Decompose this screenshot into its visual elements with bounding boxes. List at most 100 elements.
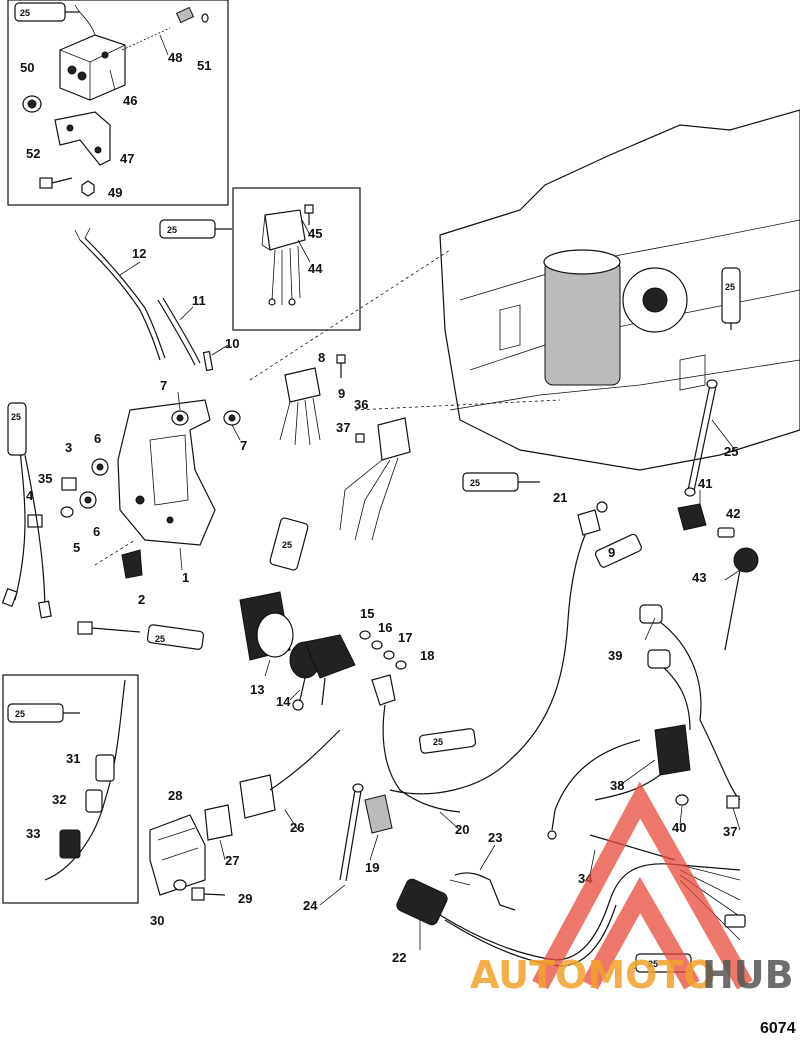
callout-14: 14 [276, 694, 291, 709]
washers-15-18 [359, 630, 407, 670]
tube-25-g [7, 703, 80, 723]
callout-31: 31 [66, 751, 80, 766]
inset-box-relay [7, 0, 229, 206]
tube-25-f [462, 472, 540, 492]
rod-34 [589, 834, 676, 861]
callout-32: 32 [52, 792, 66, 807]
sensor-41 [677, 503, 707, 531]
cap-19 [364, 794, 393, 834]
callout-1: 1 [182, 570, 189, 585]
watermark-text-automoto: AUTOMOTO [470, 953, 716, 997]
grommet-7b [223, 410, 241, 426]
callout-23: 23 [488, 830, 502, 845]
harness-35 [1, 449, 52, 619]
callout-42: 42 [726, 506, 740, 521]
bracket-assembly-1 [94, 399, 216, 566]
bolt-lower [77, 621, 141, 635]
washer-30 [173, 879, 187, 891]
bushing-6a [91, 458, 109, 476]
callout-35: 35 [38, 471, 52, 486]
cable-24 [339, 783, 364, 882]
callout-7-right: 7 [240, 438, 247, 453]
washer-5 [60, 506, 74, 518]
callout-10: 10 [225, 336, 239, 351]
callout-11: 11 [192, 293, 206, 308]
callout-9-right: 9 [608, 545, 615, 560]
tube-label-h: 25 [433, 737, 443, 747]
nut-49 [81, 180, 95, 197]
clip-40 [675, 794, 689, 806]
callout-36: 36 [354, 397, 368, 412]
cover-28 [149, 814, 206, 896]
tube-25-right [721, 267, 741, 330]
bracket-47 [54, 111, 111, 166]
callout-48: 48 [168, 50, 182, 65]
callout-37-bottom: 37 [723, 824, 737, 839]
rod-25 [684, 379, 718, 497]
main-harness-22 [396, 863, 746, 967]
inset-box-sensor [2, 674, 139, 904]
ignition-module-13 [239, 591, 294, 661]
watermark-triangle [532, 781, 753, 990]
callout-3: 3 [65, 440, 72, 455]
clip-2 [121, 549, 143, 579]
boot-20 [371, 674, 461, 813]
callout-52: 52 [26, 146, 40, 161]
callout-5: 5 [73, 540, 80, 555]
cap-43 [724, 547, 759, 651]
pin-10 [202, 350, 214, 372]
callout-27: 27 [225, 853, 239, 868]
callout-19: 19 [365, 860, 379, 875]
screw-4 [27, 514, 43, 528]
tube-label-b: 25 [167, 225, 177, 235]
watermark-text-hub: HUB [702, 953, 794, 997]
grommet-50 [22, 95, 42, 113]
callout-40: 40 [672, 820, 686, 835]
tube-25-a [14, 2, 80, 22]
terminal-21 [389, 501, 608, 795]
tube-label-j: 25 [725, 282, 735, 292]
screw-3 [61, 477, 77, 491]
watermark-logo [532, 781, 753, 990]
coil-38 [594, 724, 691, 801]
callout-39: 39 [608, 648, 622, 663]
bushing-6b [79, 491, 97, 509]
harness-12 [74, 227, 166, 361]
callout-45: 45 [308, 226, 322, 241]
callout-9: 9 [338, 386, 345, 401]
harness-31-33 [44, 679, 126, 881]
figure-code: 6074 [760, 1020, 796, 1037]
callout-21: 21 [553, 490, 567, 505]
screw-37b [726, 795, 740, 809]
callout-15: 15 [360, 606, 374, 621]
screw-52 [39, 177, 73, 189]
relay-block-46 [59, 4, 126, 101]
callout-20: 20 [455, 822, 469, 837]
callout-16: 16 [378, 620, 392, 635]
tube-label-g: 25 [15, 709, 25, 719]
tube-label-c: 25 [11, 412, 21, 422]
wire-11 [157, 297, 201, 366]
callout-6-bottom: 6 [93, 524, 100, 539]
grommet-7a [171, 410, 189, 426]
screw-29 [191, 887, 226, 901]
rectifier-44 [261, 209, 306, 306]
callout-18: 18 [420, 648, 434, 663]
callout-46: 46 [123, 93, 137, 108]
callout-26: 26 [290, 820, 304, 835]
screw-37a [355, 433, 365, 443]
callout-7-left: 7 [160, 378, 167, 393]
callout-28: 28 [168, 788, 182, 803]
screw-45 [304, 204, 314, 225]
callout-51: 51 [197, 58, 211, 73]
engine-block [249, 109, 800, 471]
callout-44: 44 [308, 261, 323, 276]
tube-label-i: 25 [648, 959, 658, 969]
callout-13: 13 [250, 682, 264, 697]
screw-42 [717, 527, 735, 538]
callout-25-right: 25 [724, 444, 738, 459]
callout-50: 50 [20, 60, 34, 75]
callout-6-top: 6 [94, 431, 101, 446]
tube-25-b [159, 219, 232, 239]
